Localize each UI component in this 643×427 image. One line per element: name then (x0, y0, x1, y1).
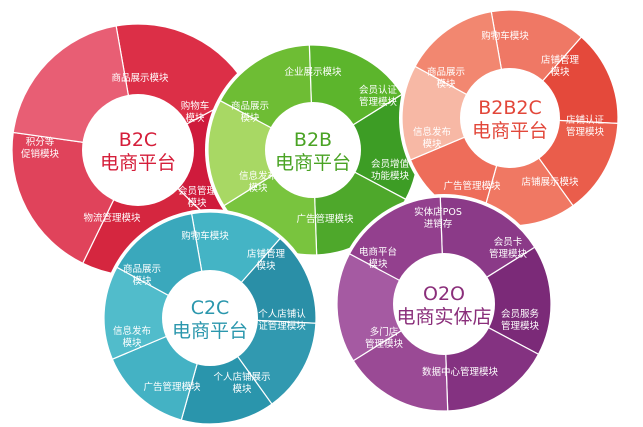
segment-label: 管理模块 (501, 320, 540, 332)
segment-label: 会员卡 (494, 236, 523, 248)
segment-label: 进销存 (424, 218, 453, 230)
hub-title: B2B2C (478, 97, 542, 119)
segment-label: 模块 (185, 112, 205, 124)
hub-subtitle: 电商平台 (172, 320, 248, 342)
hub-title: O2O (423, 283, 465, 305)
segment-label: 商品展示 (123, 263, 161, 275)
segment-label: 管理模块 (489, 248, 528, 260)
hub-subtitle: 电商平台 (275, 152, 351, 174)
segment-label: 实体店POS (414, 206, 462, 218)
segment-label: 广告管理模块 (143, 381, 201, 393)
segment-label: 电商平台 (359, 246, 397, 258)
hub-o2o (393, 253, 495, 355)
segment-label: 商品展示 (231, 100, 269, 112)
segment-label: 会员增值 (371, 158, 410, 170)
wheel-c2c: C2C电商平台购物车模块店铺管理模块个人店铺认证管理模块个人店铺展示模块广告管理… (101, 209, 319, 427)
segment-c2c-5 (103, 266, 212, 360)
segment-b2b-4 (207, 99, 315, 207)
hub-subtitle: 电商平台 (472, 120, 548, 142)
segment-b2b2c-5 (401, 65, 512, 161)
hub-c2c (162, 270, 258, 366)
hub-b2c (82, 94, 194, 206)
segment-label: 证管理模块 (258, 320, 306, 332)
segment-label: 模块 (368, 258, 388, 270)
segment-label: 购物车模块 (481, 30, 529, 42)
segment-label: 模块 (132, 275, 152, 287)
segment-label: 模块 (187, 197, 207, 209)
hub-title: C2C (191, 297, 230, 319)
segment-label: 信息发布 (413, 126, 451, 138)
segment-label: 会员服务 (501, 308, 540, 320)
segment-label: 管理模块 (365, 338, 404, 350)
hub-b2b2c (460, 68, 560, 168)
segment-label: 多门店 (370, 326, 399, 338)
segment-label: 管理模块 (359, 96, 398, 108)
segment-label: 物流管理模块 (83, 212, 141, 224)
segment-label: 会员管理 (178, 185, 217, 197)
wheel-o2o: O2O电商实体店实体店POS进销存会员卡管理模块会员服务管理模块数据中心管理模块… (334, 194, 554, 414)
segment-label: 店铺展示模块 (521, 176, 579, 188)
hub-title: B2B (294, 129, 332, 151)
segment-label: 模块 (240, 112, 260, 124)
segment-label: 店铺管理 (247, 248, 286, 260)
segment-label: 会员认证 (359, 84, 398, 96)
segment-label: 模块 (248, 182, 268, 194)
segment-label: 店铺认证 (566, 114, 605, 126)
segment-label: 信息发布 (113, 325, 151, 337)
segment-label: 企业展示模块 (284, 66, 342, 78)
segment-label: 模块 (422, 138, 442, 150)
segment-label: 促销模块 (21, 148, 60, 160)
segment-label: 模块 (256, 260, 276, 272)
segment-label: 广告管理模块 (443, 180, 501, 192)
hub-subtitle: 电商实体店 (396, 306, 491, 328)
segment-o2o-4 (336, 252, 446, 362)
wheel-b2b: B2B电商平台企业展示模块会员认证管理模块会员增值功能模块广告管理模块信息发布模… (205, 42, 421, 258)
segment-label: 管理模块 (566, 126, 605, 138)
segment-label: 购物车 (181, 100, 210, 112)
segment-label: 购物车模块 (181, 230, 229, 242)
hub-title: B2C (119, 129, 157, 151)
segment-label: 模块 (232, 383, 252, 395)
segment-label: 信息发布 (239, 170, 277, 182)
hub-b2b (265, 102, 361, 198)
segment-o2o-1 (442, 246, 552, 356)
segment-label: 商品展示模块 (111, 72, 169, 84)
segment-label: 模块 (122, 337, 142, 349)
segment-label: 个人店铺认 (258, 308, 306, 320)
segment-label: 数据中心管理模块 (422, 366, 499, 378)
segment-label: 模块 (550, 66, 570, 78)
segment-label: 个人店铺展示 (213, 371, 270, 383)
segment-label: 广告管理模块 (296, 213, 354, 225)
segment-label: 模块 (436, 78, 456, 90)
segment-label: 店铺管理 (541, 54, 580, 66)
hub-subtitle: 电商平台 (100, 152, 176, 174)
segment-label: 功能模块 (371, 170, 410, 182)
segment-label: 积分等 (26, 136, 55, 148)
segment-label: 商品展示 (427, 66, 465, 78)
